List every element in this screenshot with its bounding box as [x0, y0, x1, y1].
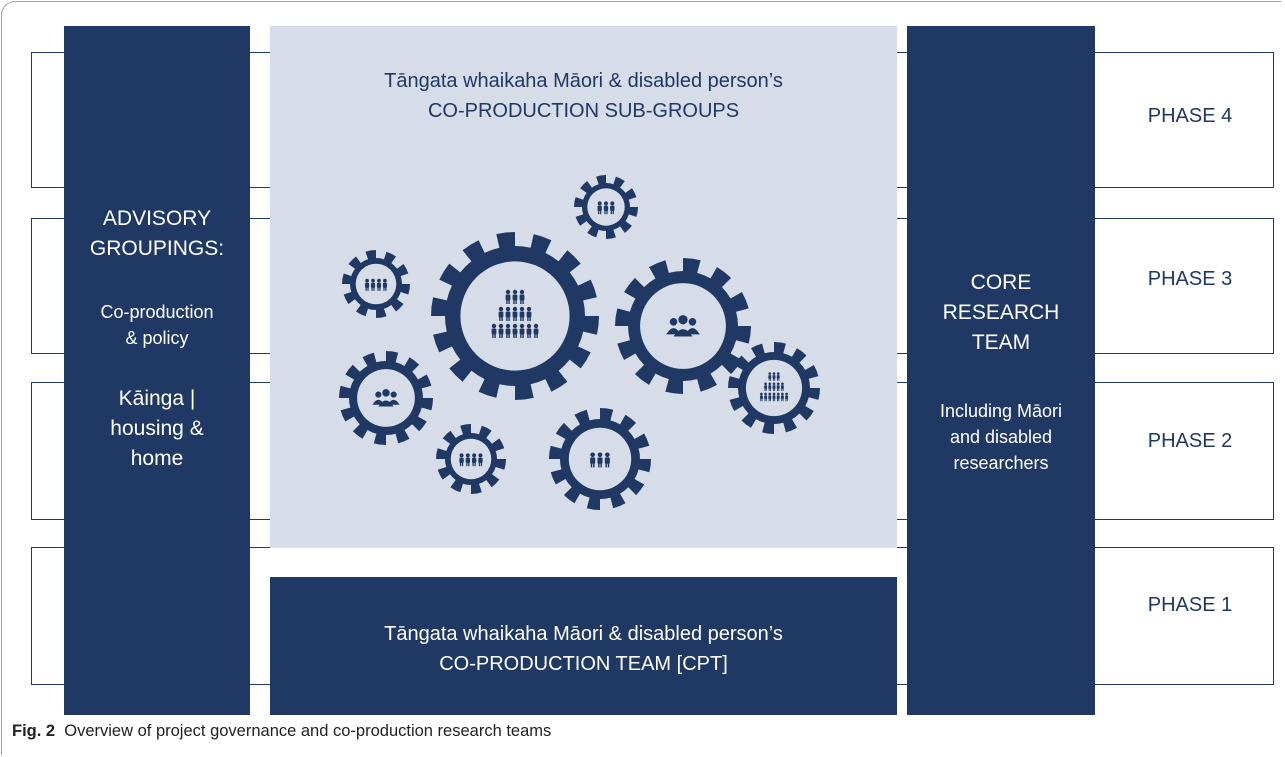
core-title-line2: RESEARCH: [942, 301, 1060, 324]
gear-icon: [436, 424, 506, 494]
cpt-line2: CO-PRODUCTION TEAM [CPT]: [439, 653, 728, 675]
people-icon: [759, 372, 789, 402]
advisory-sub2-line1: Kāinga |: [118, 387, 196, 410]
gear-icon: [339, 351, 433, 445]
cpt-line1: Tāngata whaikaha Māori & disabled person…: [384, 623, 783, 645]
advisory-title-line1: ADVISORY: [102, 207, 212, 230]
people-group-icon: [666, 315, 700, 337]
core-title-line3: TEAM: [971, 331, 1031, 354]
phase-label-3: PHASE 3: [1147, 268, 1233, 290]
gear-icon: [615, 258, 751, 394]
gear-icon: [574, 175, 638, 239]
core-sub-line3: researchers: [953, 453, 1049, 473]
sub-groups-title-line2: CO-PRODUCTION SUB-GROUPS: [427, 100, 740, 122]
phase-label-4: PHASE 4: [1147, 105, 1233, 127]
people-icon: [365, 278, 387, 291]
advisory-title-line2: GROUPINGS:: [89, 237, 225, 260]
advisory-sub1-line2: & policy: [125, 328, 189, 348]
gear-icon: [728, 342, 820, 434]
people-group-icon: [372, 389, 400, 407]
phase-label-2: PHASE 2: [1147, 430, 1233, 452]
core-sub-line1: Including Māori: [939, 401, 1063, 421]
co-production-team-box: Tāngata whaikaha Māori & disabled person…: [270, 577, 897, 715]
people-icon: [459, 453, 483, 467]
sub-groups-title-line1: Tāngata whaikaha Māori & disabled person…: [384, 70, 783, 92]
advisory-sub2-line2: housing &: [110, 417, 204, 440]
gear-icon: [342, 250, 410, 318]
sub-groups-title: Tāngata whaikaha Māori & disabled person…: [270, 66, 897, 126]
advisory-groupings-column: ADVISORY GROUPINGS: Co-production & poli…: [64, 26, 250, 715]
gears-illustration: [339, 175, 820, 510]
core-research-team-column: CORE RESEARCH TEAM Including Māori and d…: [907, 26, 1095, 715]
caption-label: Fig. 2: [12, 722, 56, 740]
people-icon: [597, 201, 615, 215]
people-icon: [590, 452, 610, 468]
phase-label-1: PHASE 1: [1147, 594, 1233, 616]
people-icon: [491, 289, 539, 338]
gear-icon: [549, 408, 651, 510]
figure-caption: Fig. 2 Overview of project governance an…: [12, 722, 551, 741]
core-title-line1: CORE: [970, 271, 1032, 294]
core-sub-line2: and disabled: [949, 427, 1053, 447]
advisory-sub1-line1: Co-production: [100, 302, 214, 322]
advisory-sub2-line3: home: [130, 447, 184, 470]
gear-icon: [431, 232, 599, 400]
caption-text: Overview of project governance and co-pr…: [64, 722, 552, 740]
